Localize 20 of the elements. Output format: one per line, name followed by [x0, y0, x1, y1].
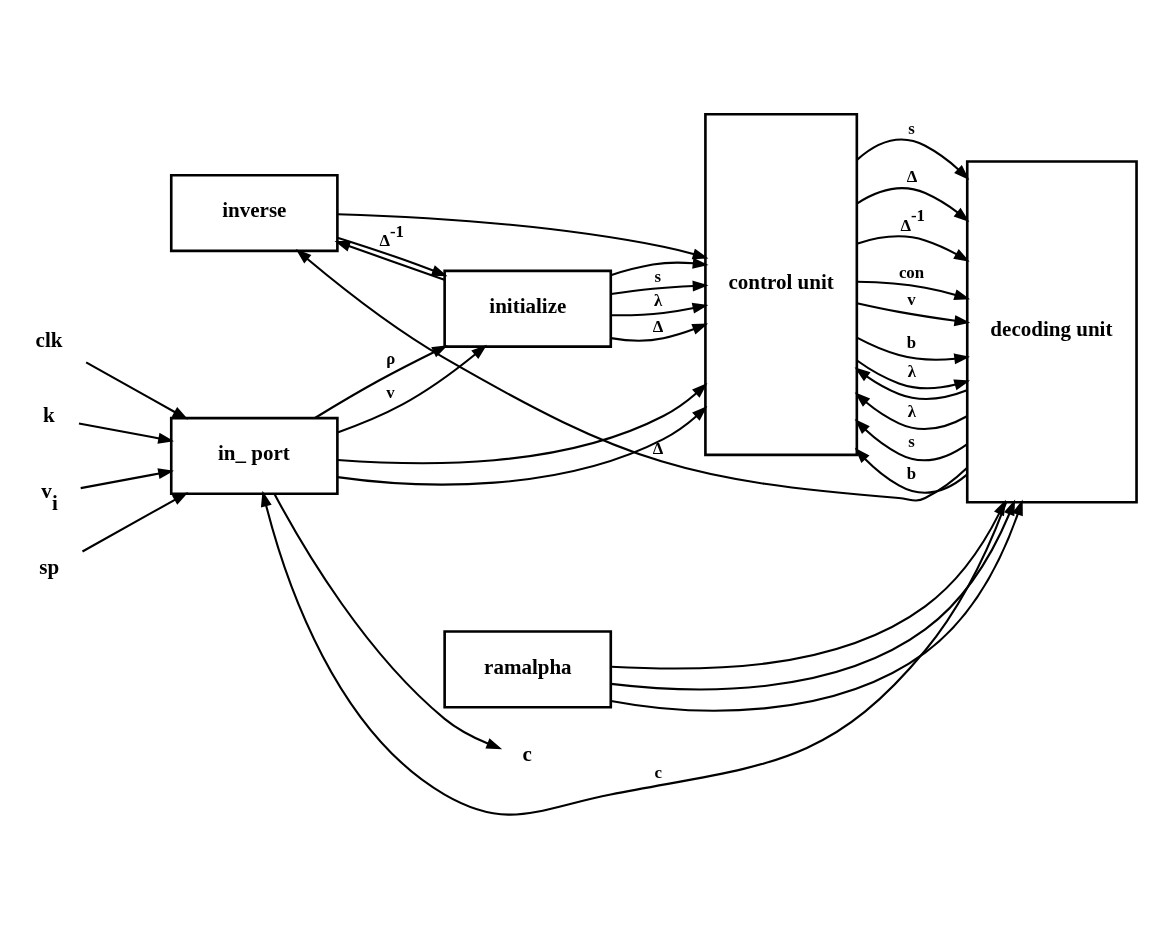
- edge-label: b: [906, 463, 917, 483]
- edge-label: λ: [907, 361, 917, 381]
- edge-label: λ: [653, 290, 663, 310]
- edge-label: ρ: [386, 348, 396, 368]
- edge-label: v: [907, 289, 916, 309]
- edge-label: s: [908, 118, 915, 138]
- node-text: k: [42, 402, 55, 427]
- edge-label: v: [386, 382, 395, 402]
- edge-label: c: [654, 762, 662, 782]
- edge-label: Δ: [906, 166, 918, 186]
- node-text: clk: [35, 327, 63, 352]
- edge-label: s: [654, 266, 661, 286]
- edge-label: s: [908, 431, 915, 451]
- edge-label: b: [906, 332, 917, 352]
- node-text: c: [522, 741, 532, 766]
- node-text: sp: [39, 554, 60, 579]
- edge-label: Δ: [652, 316, 664, 336]
- edge-label: λ: [907, 401, 917, 421]
- edge-label: Δ: [652, 438, 664, 458]
- edge-label: con: [898, 262, 925, 282]
